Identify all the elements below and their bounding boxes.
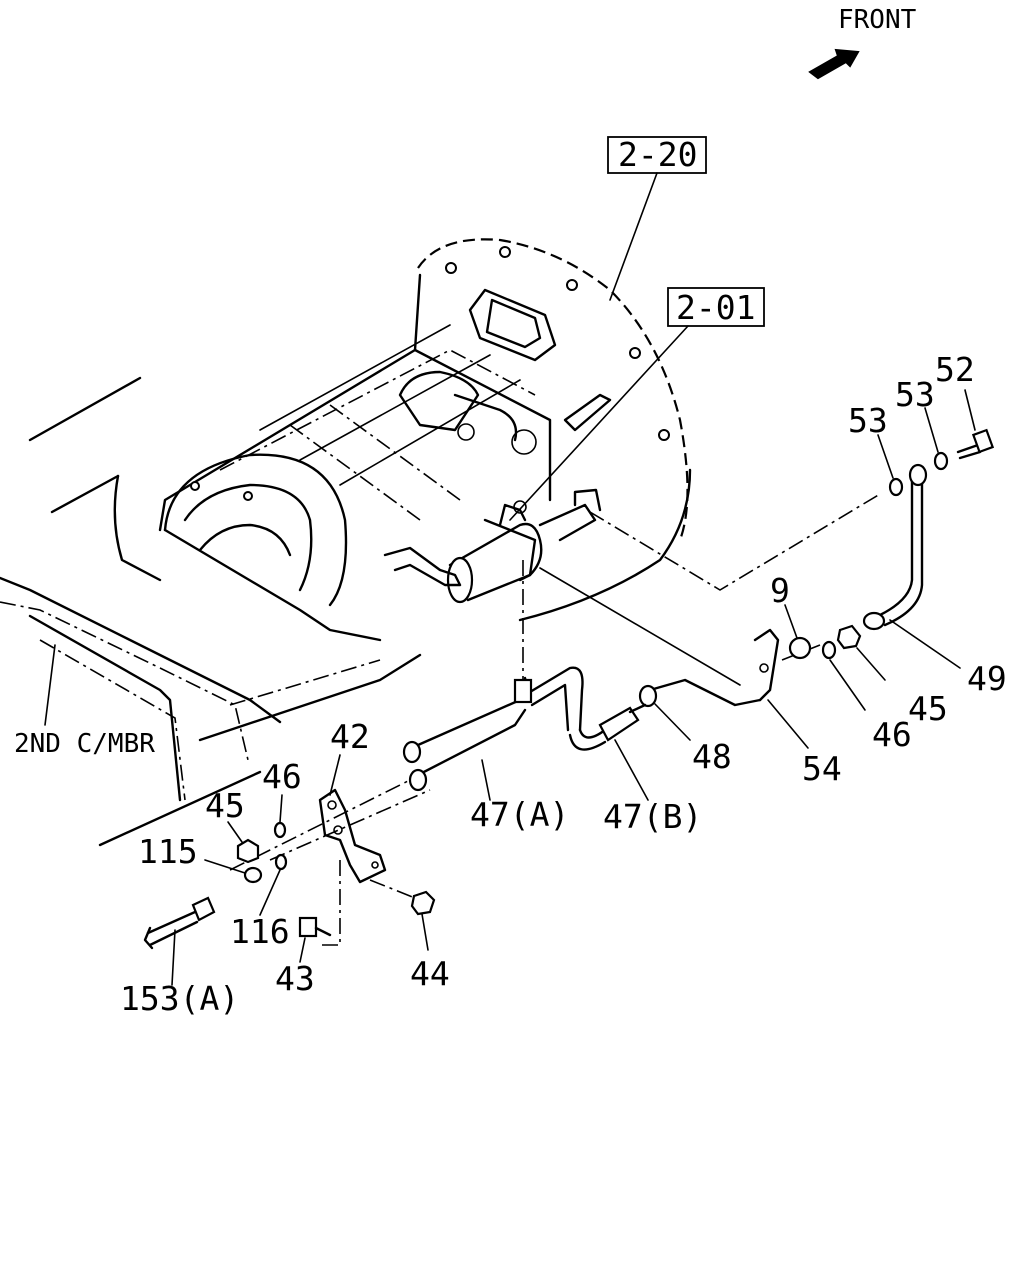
fitting-9: [788, 636, 812, 660]
ref-2-01-leader: [509, 325, 689, 521]
ref-box-2-01[interactable]: 2-01: [667, 287, 765, 327]
callout-45-left: 45: [205, 786, 245, 825]
washer-116: [274, 853, 288, 871]
callout-46-left: 46: [262, 757, 302, 796]
callout-115: 115: [138, 832, 198, 871]
pipe-47b: [568, 703, 647, 751]
nut-45-left: [236, 838, 260, 864]
o-ring-48: [638, 684, 658, 708]
member-leader: [44, 644, 56, 726]
callout-47b: 47(B): [603, 797, 702, 836]
bracket-42: [318, 788, 387, 884]
callout-49: 49: [967, 659, 1007, 698]
callout-53-right: 53: [895, 375, 935, 414]
bolt-52: [956, 428, 995, 460]
callout-43: 43: [275, 959, 315, 998]
callout-54: 54: [802, 749, 842, 788]
svg-text:2-20: 2-20: [618, 135, 697, 174]
pipe-47a: [402, 666, 584, 792]
front-arrow-icon: [808, 48, 860, 80]
callout-48: 48: [692, 737, 732, 776]
assembly-lines: [229, 493, 881, 946]
nut-45-right: [836, 624, 862, 650]
svg-text:2-01: 2-01: [676, 288, 755, 327]
ref-box-2-20[interactable]: 2-20: [607, 135, 707, 174]
pipe-49: [862, 463, 928, 631]
member-label: 2ND C/MBR: [14, 729, 155, 759]
washer-115: [243, 866, 263, 884]
callout-153a: 153(A): [120, 979, 239, 1018]
transmission-assembly: [158, 238, 692, 642]
bracket-54: [648, 628, 780, 707]
callout-leaders: [171, 389, 976, 986]
front-label: FRONT: [838, 5, 917, 35]
callout-9: 9: [770, 571, 790, 610]
washer-46-left: [273, 821, 287, 839]
callout-45-right: 45: [908, 689, 948, 728]
callout-53-left: 53: [848, 401, 888, 440]
washer-46-right: [821, 640, 837, 660]
bolt-43: [298, 916, 332, 938]
o-ring-53-left: [888, 477, 904, 497]
callout-42: 42: [330, 717, 370, 756]
hose-153a: [143, 896, 216, 950]
callout-52: 52: [935, 350, 975, 389]
callout-47a: 47(A): [470, 795, 569, 834]
nut-44: [410, 890, 436, 916]
ref-2-20-leader: [609, 172, 658, 301]
callout-44: 44: [410, 954, 450, 993]
callout-116: 116: [230, 912, 290, 951]
callout-46-right: 46: [872, 715, 912, 754]
clutch-slave-cylinder: [383, 488, 602, 604]
o-ring-53-right: [933, 451, 949, 471]
chassis-frame: [0, 376, 422, 847]
